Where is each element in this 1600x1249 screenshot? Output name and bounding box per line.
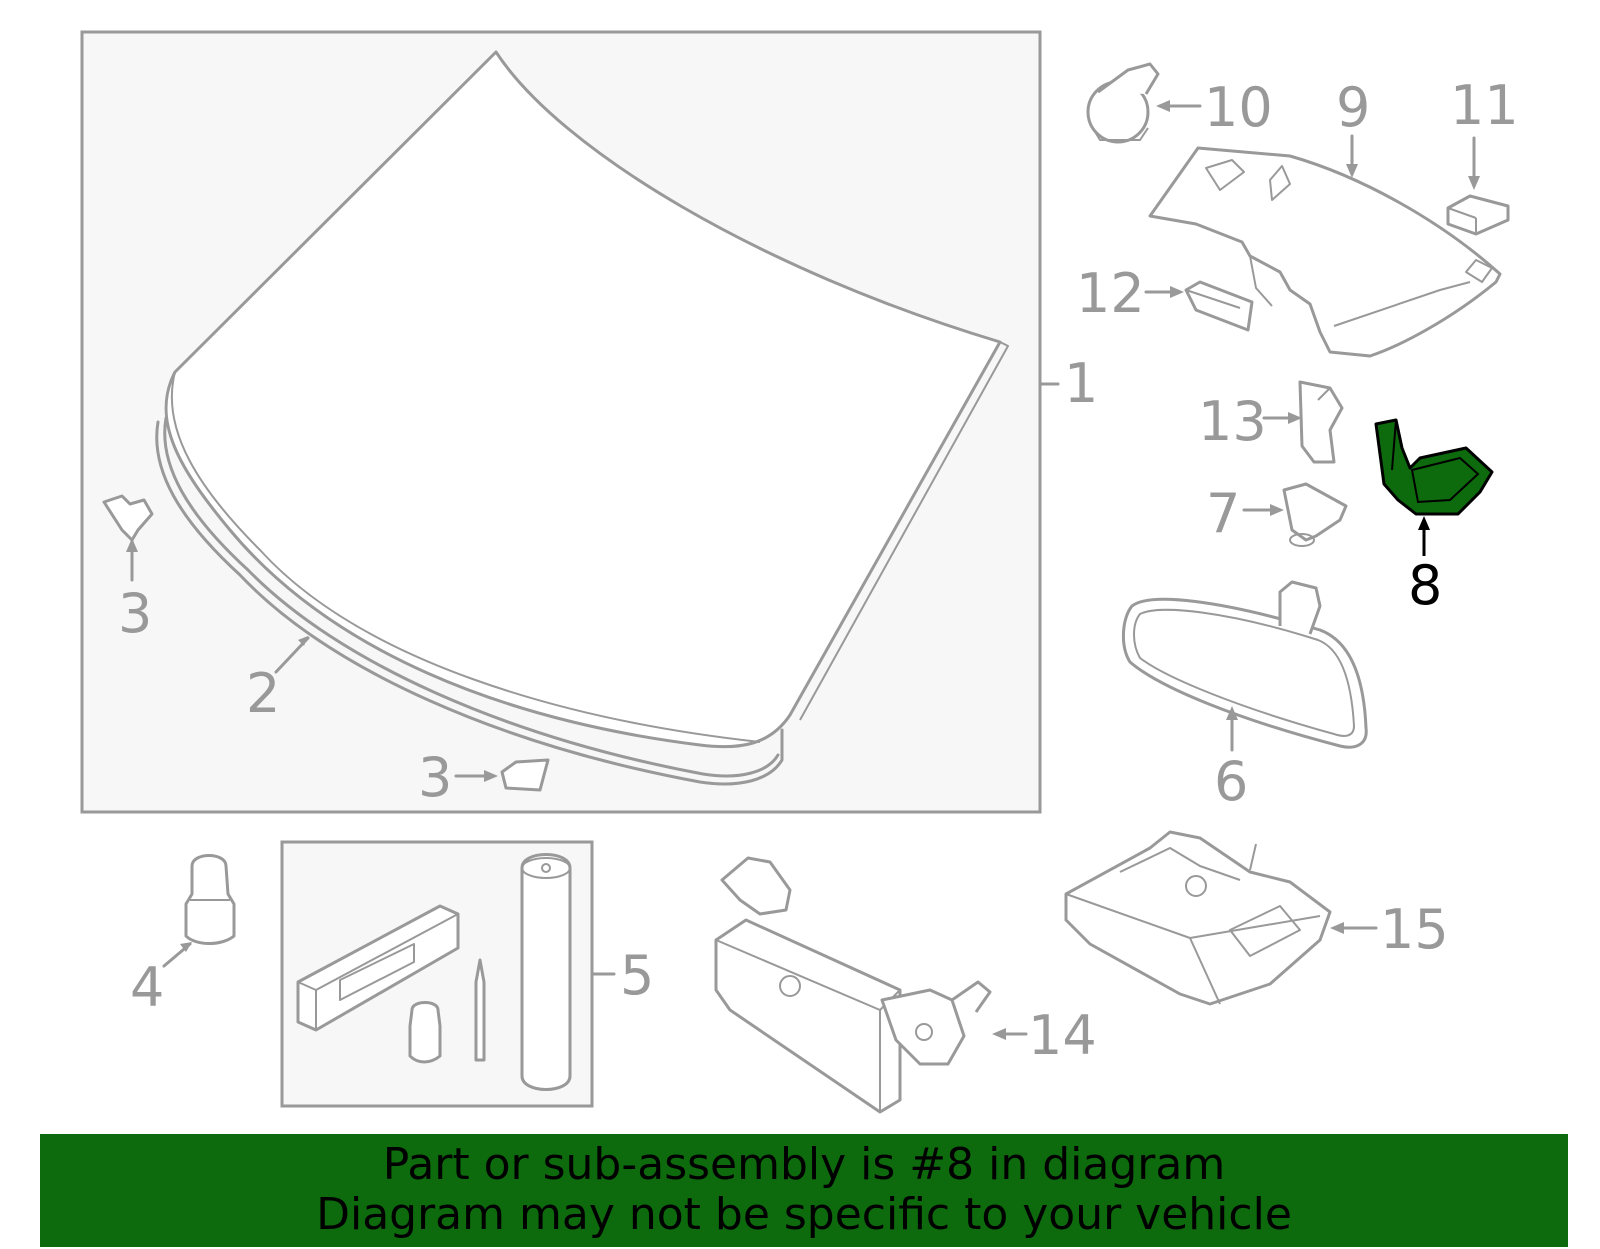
arrow-6	[1226, 706, 1238, 720]
part-14-module	[714, 856, 992, 1114]
callout-3-lower: 3	[418, 746, 452, 809]
part-4-stud	[184, 854, 236, 945]
info-banner: Part or sub-assembly is #8 in diagram Di…	[40, 1134, 1568, 1247]
clip-upper	[102, 494, 154, 542]
arrow-12	[1170, 286, 1184, 298]
callout-10: 10	[1204, 76, 1273, 139]
arrow-2	[298, 636, 308, 646]
arrow-8	[1418, 516, 1430, 530]
clip-lower	[500, 758, 550, 792]
callout-2: 2	[246, 662, 280, 725]
callout-1: 1	[1064, 352, 1098, 415]
callout-15: 15	[1380, 898, 1449, 961]
windshield-glass	[164, 50, 1009, 749]
part-9-cover	[1148, 146, 1502, 358]
part-10-sensor	[1086, 62, 1160, 144]
part-8-highlighted	[1374, 418, 1494, 516]
callout-3-upper: 3	[118, 582, 152, 645]
arrow-13	[1288, 412, 1302, 424]
kit-contents	[296, 853, 572, 1091]
arrow-10	[1156, 100, 1170, 112]
callout-4: 4	[130, 956, 164, 1019]
arrow-14	[992, 1028, 1006, 1040]
part-15-housing	[1064, 830, 1332, 1006]
banner-line-1: Part or sub-assembly is #8 in diagram	[382, 1139, 1226, 1190]
windshield-molding	[155, 416, 784, 786]
callout-6: 6	[1214, 750, 1248, 813]
arrow-7	[1270, 504, 1284, 516]
arrow-15	[1330, 922, 1344, 934]
arrow-4	[180, 942, 192, 952]
callout-14: 14	[1028, 1004, 1097, 1067]
arrow-9	[1346, 164, 1358, 178]
callout-5: 5	[620, 944, 654, 1007]
callout-9: 9	[1336, 76, 1370, 139]
callout-13: 13	[1198, 390, 1267, 453]
arrow-3a	[126, 538, 138, 552]
part-6-mirror	[1122, 580, 1368, 749]
part-7-mount	[1282, 482, 1348, 547]
banner-line-2: Diagram may not be specific to your vehi…	[316, 1189, 1292, 1240]
arrow-11	[1468, 176, 1480, 190]
callout-11: 11	[1450, 74, 1519, 137]
arrow-3b	[484, 770, 498, 782]
part-13-bracket	[1298, 380, 1344, 464]
callout-12: 12	[1076, 262, 1145, 325]
part-11-clip	[1446, 194, 1510, 236]
part-12-bracket	[1184, 280, 1254, 332]
callout-7: 7	[1206, 482, 1240, 545]
callout-8: 8	[1408, 554, 1442, 617]
